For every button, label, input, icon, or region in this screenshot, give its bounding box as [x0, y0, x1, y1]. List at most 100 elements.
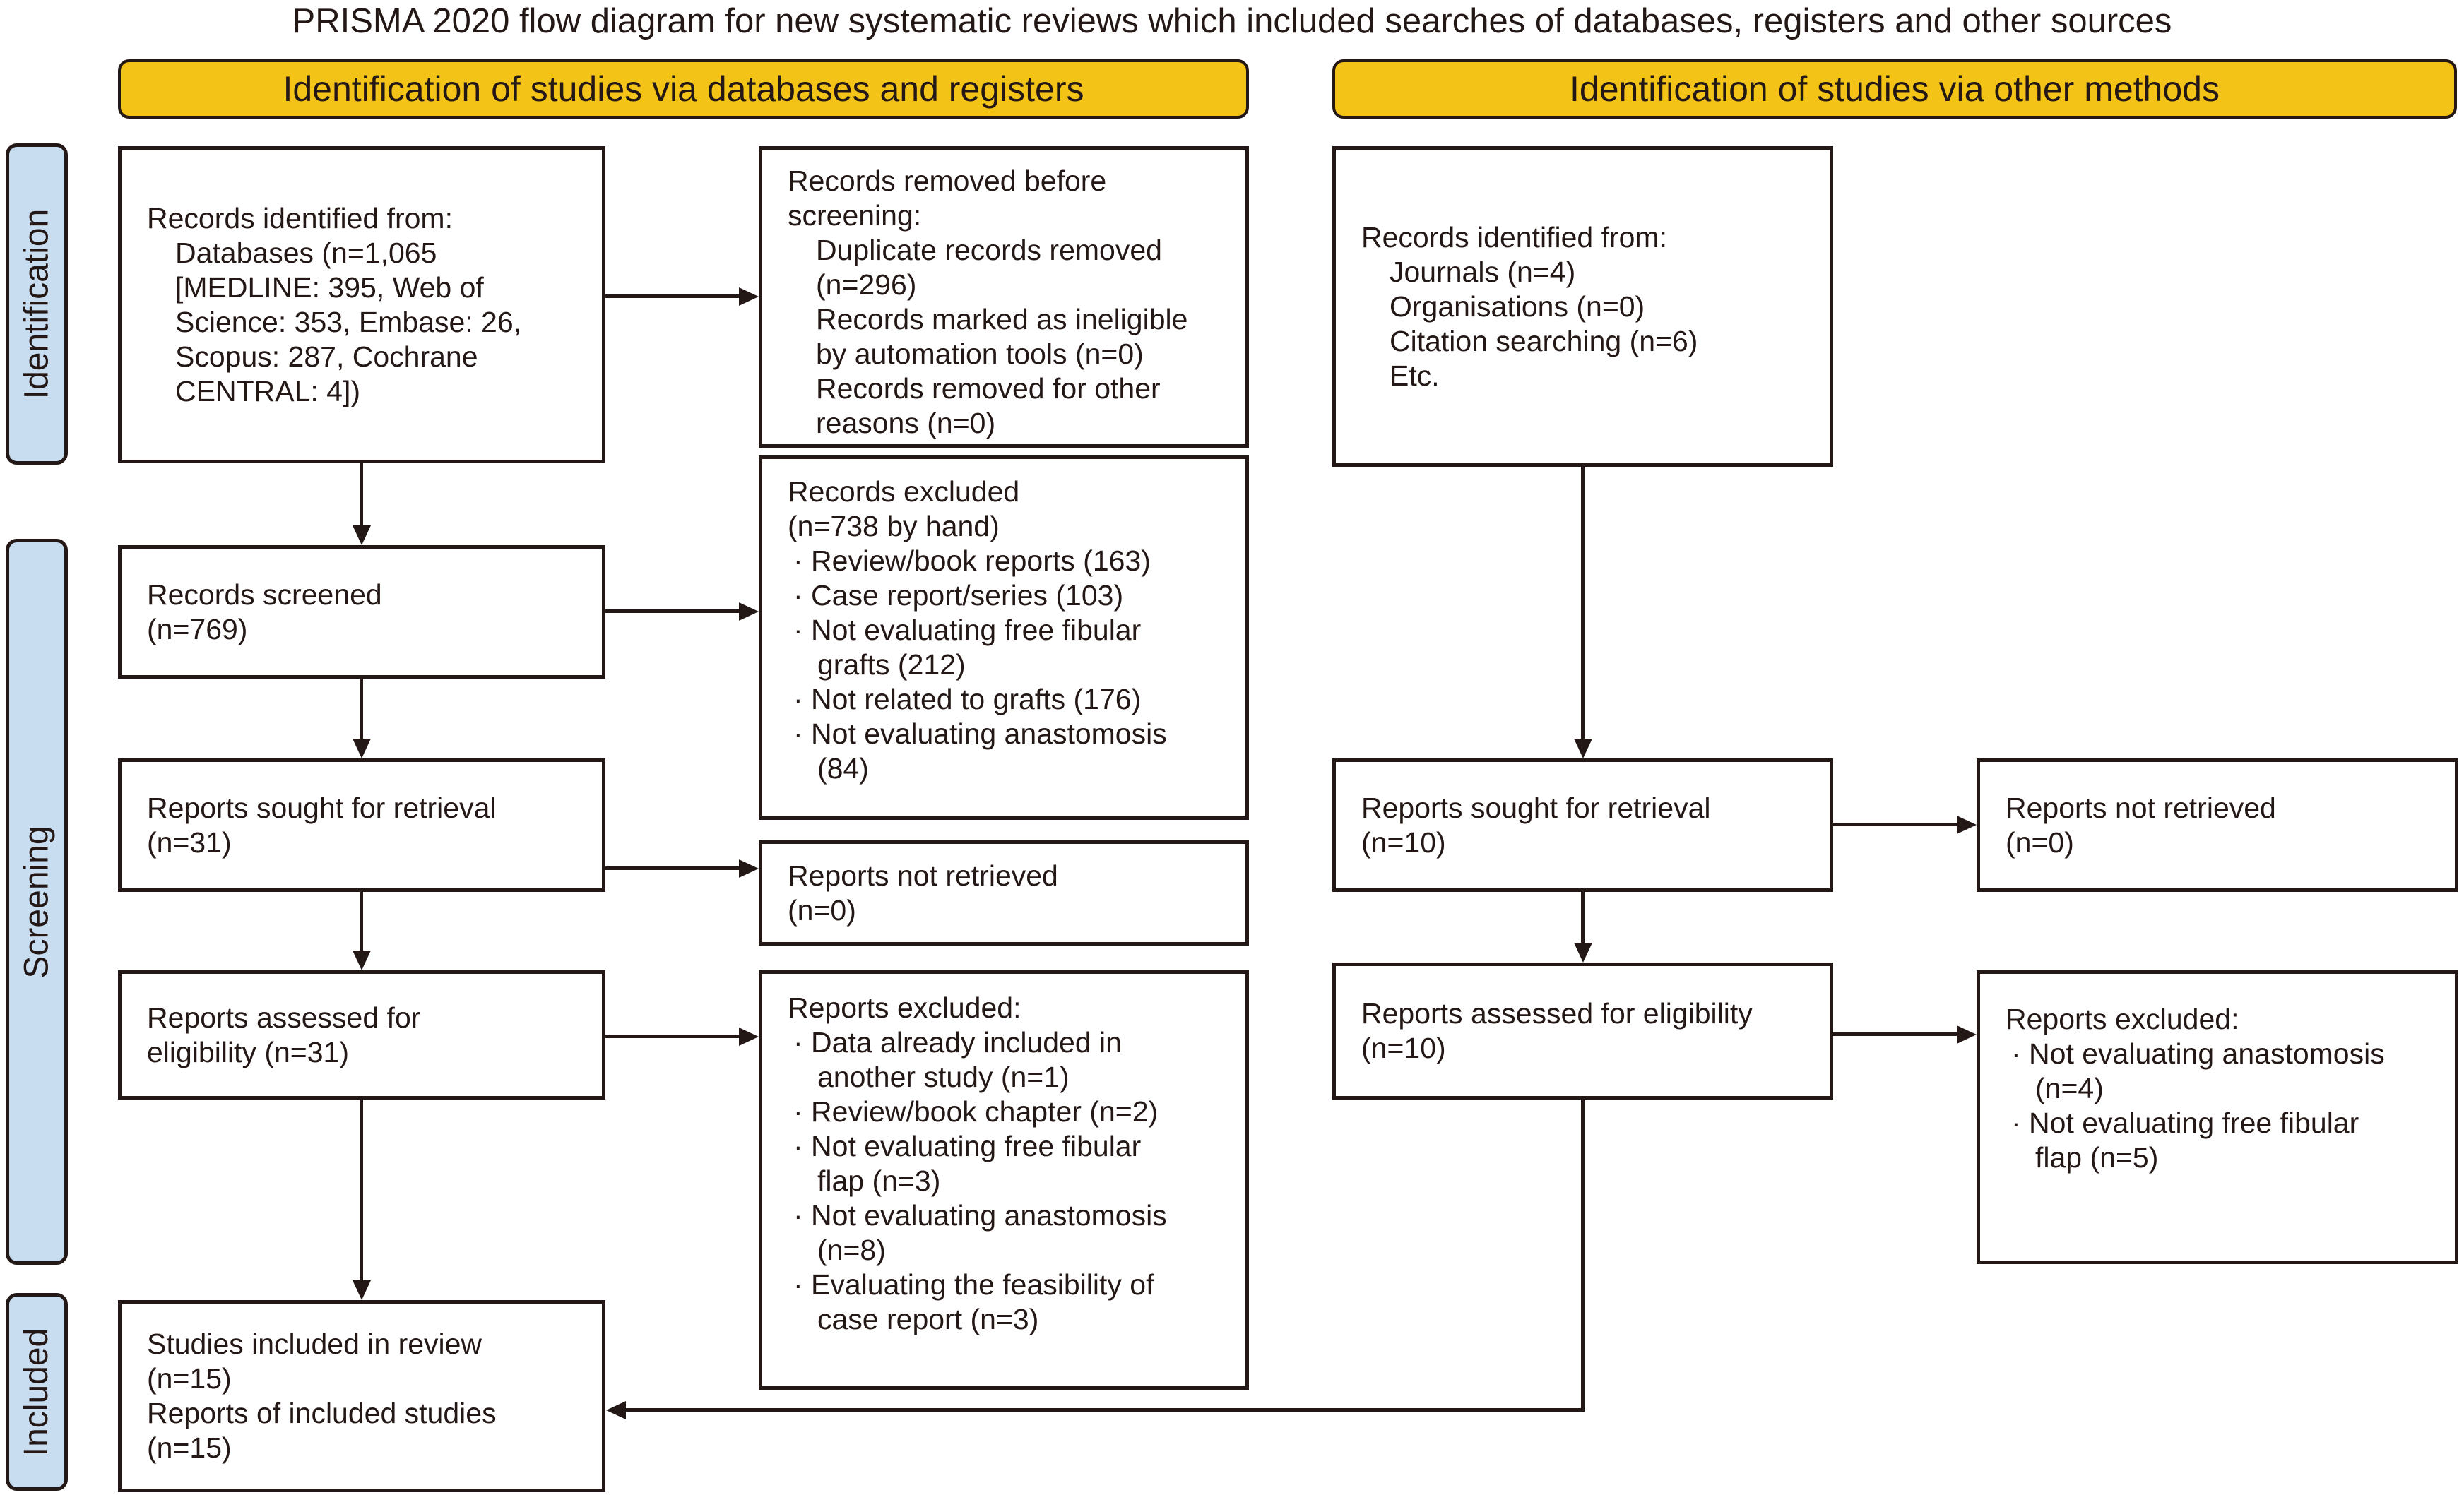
box-line: Records removed for other	[816, 372, 1161, 405]
reports-sought-retrieval-db-box: Reports sought for retrieval (n=31)	[118, 758, 605, 892]
box-line: (n=738 by hand)	[788, 510, 1000, 542]
box-line: Organisations (n=0)	[1390, 290, 1645, 323]
records-identified-databases-box: Records identified from: Databases (n=1,…	[118, 146, 605, 463]
box-line: (84)	[817, 752, 869, 785]
stage-identification-label: Identification	[18, 208, 56, 400]
box-line: (n=15)	[147, 1431, 232, 1464]
arrow-assessed-to-included-head	[353, 1280, 371, 1300]
box-line: Records identified from:	[147, 201, 453, 234]
box-line: · Not evaluating anastomosis	[2011, 1037, 2385, 1070]
arrow-other-sought-to-notretrieved-head	[1957, 816, 1977, 834]
arrow-screened-to-sought-head	[353, 739, 371, 758]
diagram-title: PRISMA 2020 flow diagram for new systema…	[292, 2, 2172, 40]
box-line: · Not related to grafts (176)	[793, 683, 1142, 715]
arrow-other-sought-to-notretrieved-line	[1833, 823, 1957, 826]
banner-databases-registers: Identification of studies via databases …	[118, 59, 1249, 119]
arrow-sought-to-assessed-head	[353, 951, 371, 970]
box-line: flap (n=5)	[2035, 1141, 2159, 1174]
box-line: · Not evaluating free fibular	[793, 1130, 1142, 1162]
studies-included-box: Studies included in review (n=15) Report…	[118, 1300, 605, 1492]
box-line: Reports not retrieved	[2006, 791, 2276, 824]
box-line: Reports not retrieved	[788, 859, 1058, 892]
arrow-identified-to-removed-head	[739, 287, 759, 306]
arrow-other-assessed-to-included-vertical	[1581, 1100, 1585, 1412]
box-line: (n=0)	[788, 893, 856, 927]
reports-excluded-other-box: Reports excluded: · Not evaluating anast…	[1977, 970, 2458, 1264]
box-line: · Review/book chapter (n=2)	[793, 1095, 1159, 1128]
box-line: [MEDLINE: 395, Web of	[175, 270, 484, 304]
box-line: Databases (n=1,065	[175, 236, 437, 269]
box-line: Reports sought for retrieval	[147, 791, 497, 824]
box-line: Duplicate records removed	[816, 234, 1162, 266]
arrow-identified-to-screened-line	[360, 463, 363, 527]
arrow-other-sought-to-assessed-line	[1581, 892, 1585, 943]
arrow-other-identified-to-sought-head	[1574, 739, 1592, 758]
box-line: (n=296)	[816, 268, 917, 301]
box-line: Records excluded	[788, 475, 1020, 508]
records-screened-box: Records screened (n=769)	[118, 545, 605, 679]
reports-not-retrieved-other-box: Reports not retrieved (n=0)	[1977, 758, 2458, 892]
box-line: Journals (n=4)	[1390, 255, 1576, 288]
stage-screening-label: Screening	[18, 825, 56, 979]
banner-right-label: Identification of studies via other meth…	[1570, 69, 2220, 109]
box-line: (n=10)	[1361, 1032, 1446, 1064]
box-line: Records screened	[147, 578, 382, 611]
stage-screening: Screening	[6, 539, 68, 1265]
records-excluded-box: Records excluded (n=738 by hand) · Revie…	[759, 455, 1249, 820]
box-line: (n=4)	[2035, 1072, 2104, 1104]
box-line: Records marked as ineligible	[816, 303, 1188, 335]
box-line: grafts (212)	[817, 648, 966, 681]
box-line: Reports sought for retrieval	[1361, 791, 1711, 824]
box-line: (n=0)	[2006, 826, 2074, 859]
arrow-identified-to-screened-head	[353, 525, 371, 545]
banner-left-label: Identification of studies via databases …	[283, 69, 1084, 109]
box-line: Reports of included studies	[147, 1397, 497, 1429]
reports-sought-retrieval-other-box: Reports sought for retrieval (n=10)	[1332, 758, 1833, 892]
box-line: (n=8)	[817, 1234, 886, 1266]
stage-identification: Identification	[6, 143, 68, 465]
arrow-screened-to-excluded-head	[739, 602, 759, 621]
arrow-screened-to-sought-line	[360, 679, 363, 739]
box-line: case report (n=3)	[817, 1303, 1039, 1335]
box-line: Records identified from:	[1361, 220, 1667, 254]
arrow-identified-to-removed-line	[605, 294, 739, 298]
box-line: · Not evaluating anastomosis	[793, 1199, 1167, 1232]
arrow-other-assessed-to-included-head	[606, 1401, 626, 1419]
box-line: Reports excluded:	[2006, 1003, 2239, 1035]
reports-not-retrieved-db-box: Reports not retrieved (n=0)	[759, 840, 1249, 946]
box-line: flap (n=3)	[817, 1165, 941, 1197]
reports-excluded-db-box: Reports excluded: · Data already include…	[759, 970, 1249, 1390]
box-line: reasons (n=0)	[816, 407, 996, 439]
box-line: (n=769)	[147, 612, 248, 645]
records-removed-before-screening-box: Records removed before screening: Duplic…	[759, 146, 1249, 448]
box-line: (n=31)	[147, 826, 232, 859]
arrow-other-identified-to-sought-line	[1581, 467, 1585, 739]
box-line: Reports assessed for	[147, 1001, 421, 1034]
stage-included: Included	[6, 1293, 68, 1491]
box-line: Scopus: 287, Cochrane	[175, 340, 478, 373]
arrow-other-assessed-to-excluded-head	[1957, 1025, 1977, 1044]
box-line: Reports assessed for eligibility	[1361, 997, 1753, 1030]
banner-other-methods: Identification of studies via other meth…	[1332, 59, 2457, 119]
reports-assessed-other-box: Reports assessed for eligibility (n=10)	[1332, 963, 1833, 1100]
box-line: · Data already included in	[793, 1026, 1122, 1059]
box-line: Science: 353, Embase: 26,	[175, 305, 522, 338]
box-line: · Review/book reports (163)	[793, 544, 1151, 577]
arrow-sought-to-notretrieved-head	[739, 859, 759, 878]
arrow-assessed-to-included-line	[360, 1100, 363, 1280]
box-line: · Case report/series (103)	[793, 579, 1124, 612]
stage-included-label: Included	[18, 1328, 56, 1456]
box-line: Studies included in review	[147, 1328, 482, 1360]
box-line: Reports excluded:	[788, 991, 1021, 1024]
box-line: · Not evaluating free fibular	[793, 614, 1142, 646]
box-line: (n=10)	[1361, 826, 1446, 859]
arrow-screened-to-excluded-line	[605, 609, 739, 613]
arrow-other-assessed-to-excluded-line	[1833, 1032, 1957, 1036]
box-line: CENTRAL: 4])	[175, 374, 360, 407]
box-line: · Not evaluating anastomosis	[793, 717, 1167, 750]
box-line: Citation searching (n=6)	[1390, 324, 1698, 357]
box-line: Etc.	[1390, 359, 1440, 392]
box-line: another study (n=1)	[817, 1061, 1070, 1093]
box-line: Records removed before	[788, 165, 1107, 197]
